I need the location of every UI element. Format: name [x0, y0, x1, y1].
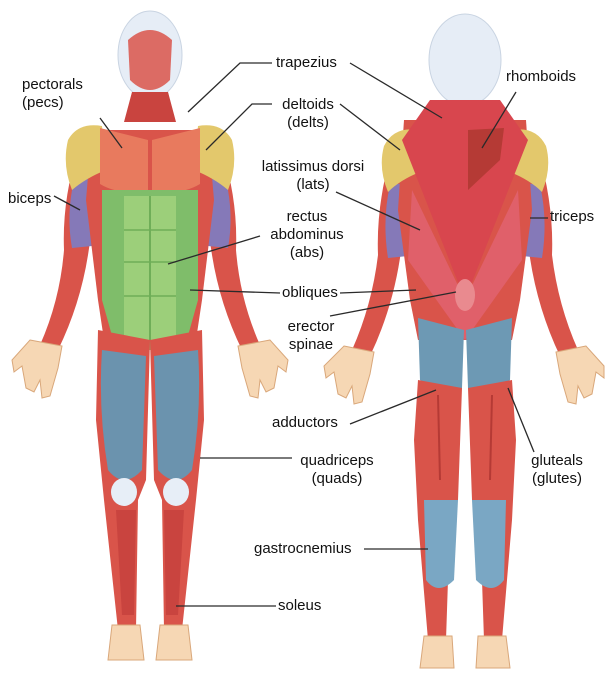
label-obliques: obliques: [282, 284, 338, 302]
back-head: [429, 14, 501, 106]
label-trapezius: trapezius: [276, 54, 337, 72]
back-right-foot: [476, 636, 510, 668]
label-soleus: soleus: [278, 597, 321, 615]
front-right-foot: [156, 625, 192, 660]
front-left-hand: [12, 340, 62, 398]
label-rectus-abdominus: rectus abdominus (abs): [262, 208, 352, 262]
back-erector-spinae: [455, 279, 475, 311]
front-left-quadriceps: [101, 350, 146, 480]
label-rhomboids: rhomboids: [506, 68, 576, 86]
back-right-gastrocnemius: [472, 500, 506, 588]
leader-deltoids-back: [340, 104, 400, 150]
back-left-gastrocnemius: [424, 500, 458, 588]
label-pectorals: pectorals (pecs): [22, 76, 83, 112]
label-gastrocnemius: gastrocnemius: [254, 540, 352, 558]
label-triceps: triceps: [550, 208, 594, 226]
label-deltoids: deltoids (delts): [272, 96, 344, 132]
label-latissimus: latissimus dorsi (lats): [248, 158, 378, 194]
label-biceps: biceps: [8, 190, 51, 208]
back-left-hand: [324, 346, 374, 404]
label-quadriceps: quadriceps (quads): [292, 452, 382, 488]
front-left-foot: [108, 625, 144, 660]
front-neck: [124, 92, 176, 122]
front-right-quadriceps: [154, 350, 199, 480]
front-left-knee: [111, 478, 137, 506]
back-left-gluteal: [418, 318, 464, 391]
label-gluteals: gluteals (glutes): [522, 452, 592, 488]
front-right-knee: [163, 478, 189, 506]
back-right-hand: [556, 346, 604, 404]
back-left-foot: [420, 636, 454, 668]
back-figure: [324, 14, 604, 668]
back-right-gluteal: [466, 318, 512, 391]
label-erector-spinae: erector spinae: [278, 318, 344, 354]
leader-trapezius-back: [350, 63, 442, 118]
label-adductors: adductors: [272, 414, 338, 432]
front-face-muscles: [128, 30, 172, 90]
